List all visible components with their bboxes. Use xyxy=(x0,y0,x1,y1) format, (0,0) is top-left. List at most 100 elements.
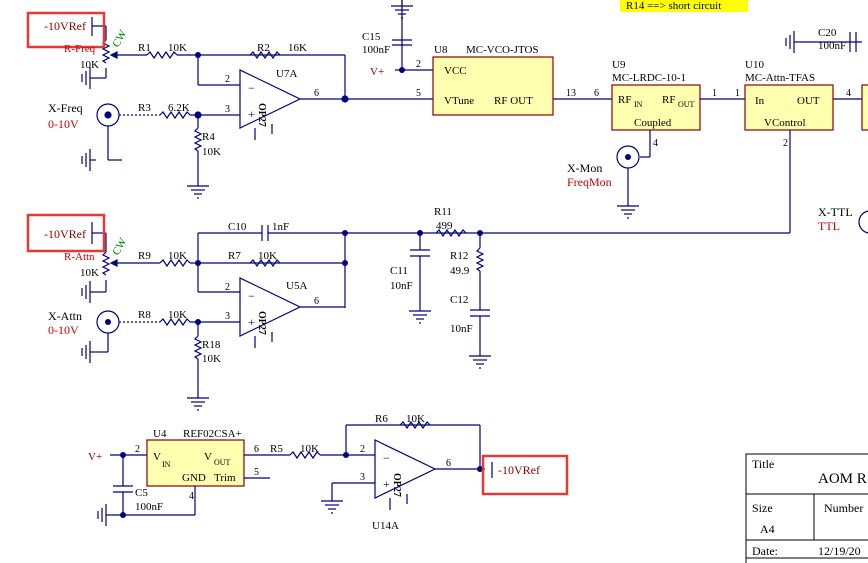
u7a-plus: + xyxy=(248,107,255,121)
u9-coupled: Coupled xyxy=(634,117,672,129)
u8-ref: U8 xyxy=(434,44,448,56)
u14a-part: OP27 xyxy=(391,473,402,497)
x-freq-label: X-Freq xyxy=(48,101,83,115)
size-value: A4 xyxy=(760,522,775,536)
r6-ref: R6 xyxy=(375,413,388,425)
number-label: Number xyxy=(824,501,863,515)
r4-value: 10K xyxy=(202,146,221,158)
r8-value: 10K xyxy=(168,309,187,321)
r3-value: 6.2K xyxy=(168,102,190,114)
next-block-edge xyxy=(861,84,868,131)
c10-value: 1nF xyxy=(272,221,289,233)
coupler-wires xyxy=(616,98,745,219)
u5a-part: OP27 xyxy=(256,311,267,335)
callout-box-3 xyxy=(481,454,569,496)
c20-ref: C20 xyxy=(818,27,837,39)
u5a-pin3: 3 xyxy=(225,311,230,322)
u14a-pin3: 3 xyxy=(360,472,365,483)
u10-pin4: 4 xyxy=(846,88,851,99)
c5-value: 100nF xyxy=(135,501,163,513)
vplus-1: V+ xyxy=(370,66,384,78)
u7a-pin2: 2 xyxy=(225,74,230,85)
u9-ref: U9 xyxy=(612,59,626,71)
c15-value: 100nF xyxy=(362,44,390,56)
u9-pin6: 6 xyxy=(594,88,599,99)
u10-pin2: 2 xyxy=(783,138,788,149)
banner-text: R14 ==> short circuit xyxy=(626,0,721,12)
r7-ref: R7 xyxy=(228,250,241,262)
r9-value: 10K xyxy=(168,250,187,262)
r11-ref: R11 xyxy=(434,206,452,218)
u10-out: OUT xyxy=(797,95,820,107)
r-attn-value: 10K xyxy=(80,267,99,279)
u4-trim: Trim xyxy=(214,472,236,484)
r5-ref: R5 xyxy=(270,443,283,455)
date-value: 12/19/20 xyxy=(818,544,861,558)
r18-value: 10K xyxy=(202,353,221,365)
x-mon-label: X-Mon xyxy=(567,161,602,175)
u5a-minus: − xyxy=(248,289,255,303)
u7a-ref: U7A xyxy=(276,68,297,80)
r11-value: 499 xyxy=(436,220,453,232)
c11-value: 10nF xyxy=(390,280,413,292)
u10-part: MC-Attn-TFAS xyxy=(745,72,815,84)
r4-ref: R4 xyxy=(202,131,215,143)
r7-value: 10K xyxy=(258,250,277,262)
x-attn-label: X-Attn xyxy=(48,309,82,323)
u4-vin-sub: IN xyxy=(162,460,171,469)
size-label: Size xyxy=(752,501,773,515)
c12-value: 10nF xyxy=(450,323,473,335)
u4-ref: U4 xyxy=(153,428,167,440)
r12-ref: R12 xyxy=(450,250,468,262)
vco-block xyxy=(432,56,554,116)
neg-ref-label-3: -10VRef xyxy=(498,463,540,477)
neg-ref-label-1: -10VRef xyxy=(44,19,86,33)
u7a-pin6: 6 xyxy=(314,88,319,99)
banner-highlight xyxy=(620,0,748,12)
callout-box-2 xyxy=(26,213,106,253)
date-label: Date: xyxy=(752,544,778,558)
c12-ref: C12 xyxy=(450,294,468,306)
u10-in: In xyxy=(755,95,765,107)
u14a-ref: U14A xyxy=(372,520,399,532)
short-circuit-banner: R14 ==> short circuit xyxy=(620,0,748,12)
u10-pin1: 1 xyxy=(735,88,740,99)
x-ttl-label: X-TTL xyxy=(818,205,853,219)
r5-value: 10K xyxy=(300,443,319,455)
r-attn-label: R-Attn xyxy=(64,251,95,263)
freqmon-label: FreqMon xyxy=(567,175,612,189)
u14a-pin2: 2 xyxy=(360,444,365,455)
reference-section-wires xyxy=(97,420,485,527)
u5a-pin2: 2 xyxy=(225,282,230,293)
u9-pin1: 1 xyxy=(712,88,717,99)
u9-part: MC-LRDC-10-1 xyxy=(612,72,686,84)
u4-pin6: 6 xyxy=(254,444,259,455)
u4-pin2: 2 xyxy=(135,444,140,455)
u9-rfin-sub: IN xyxy=(634,100,643,109)
r3-ref: R3 xyxy=(138,102,151,114)
attenuator-block xyxy=(744,84,834,131)
cw-label-attn: CW xyxy=(110,236,130,258)
u5a-ref: U5A xyxy=(286,280,307,292)
coupler-block xyxy=(611,84,701,131)
r2-ref: R2 xyxy=(257,42,270,54)
r-freq-value: 10K xyxy=(80,59,99,71)
freq-control-section xyxy=(81,17,433,199)
vco-section xyxy=(390,0,612,100)
u4-vout-sub: OUT xyxy=(214,458,231,467)
title-value: AOM R xyxy=(818,471,867,487)
u4-vout: V xyxy=(204,451,212,463)
u9-rfout-sub: OUT xyxy=(678,100,695,109)
u8-rfout: RF OUT xyxy=(494,95,533,107)
u9-rfout: RF xyxy=(662,94,675,106)
u9-pin4: 4 xyxy=(653,138,658,149)
u8-pin2: 2 xyxy=(416,59,421,70)
u5a-plus: + xyxy=(248,315,255,329)
u4-pin5: 5 xyxy=(254,467,259,478)
u14a-plus: + xyxy=(383,477,390,491)
u14a-minus: − xyxy=(383,451,390,465)
r-freq-label: R-Freq xyxy=(64,43,96,55)
r1-value: 10K xyxy=(168,42,187,54)
u4-vin: V xyxy=(153,451,161,463)
c10-ref: C10 xyxy=(228,221,247,233)
